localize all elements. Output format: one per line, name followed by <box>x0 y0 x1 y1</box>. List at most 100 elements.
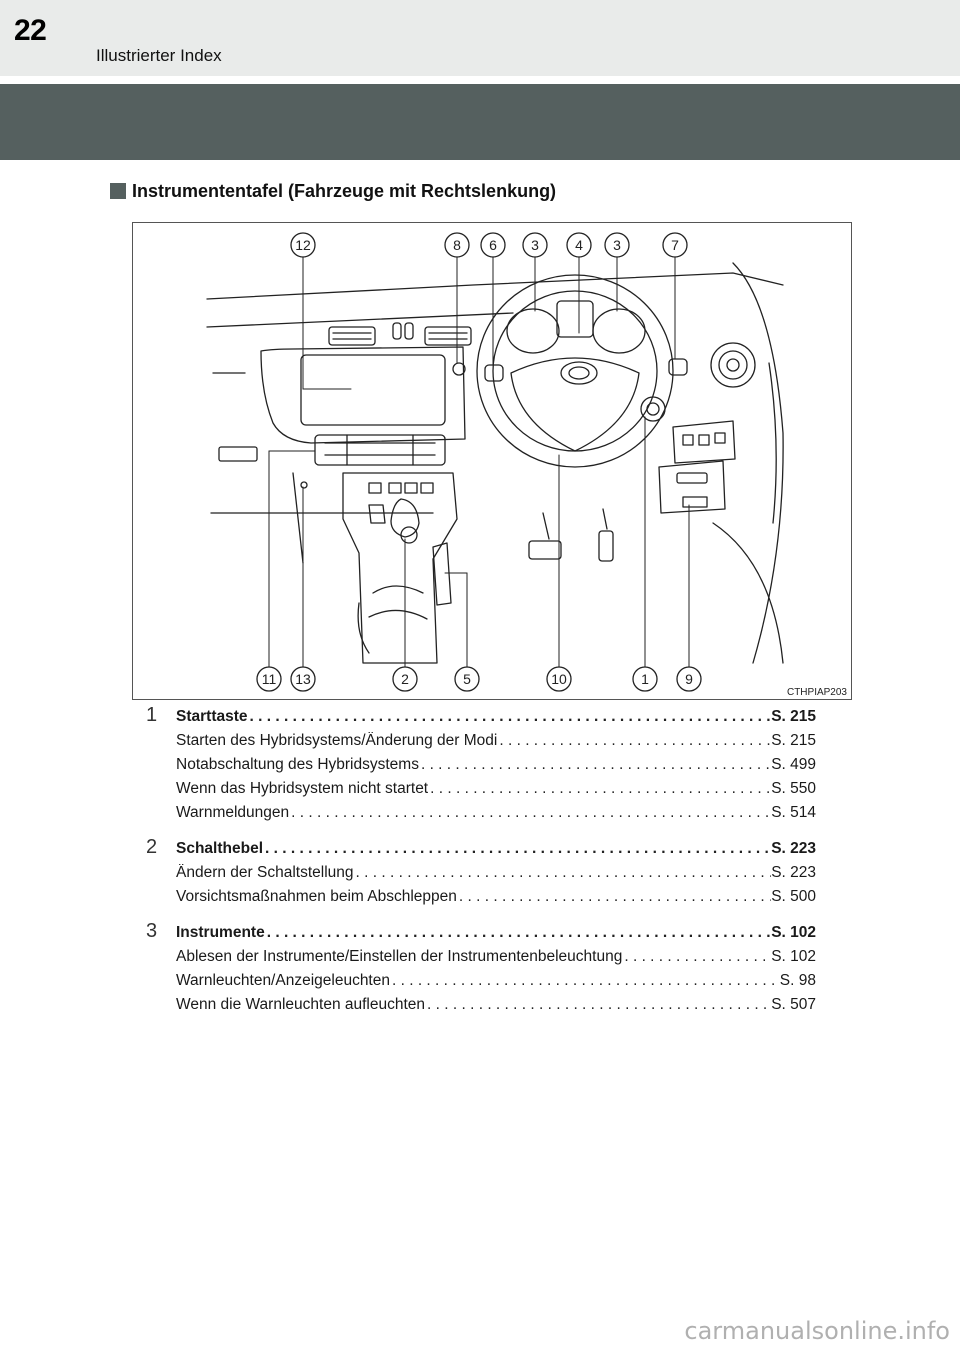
accelerator-pedal <box>598 530 614 562</box>
entry-1-sub-1-label: Starten des Hybridsystems/Änderung der M… <box>176 732 498 749</box>
page-number: 22 <box>14 14 47 47</box>
entry-2-main[interactable]: Schalthebel S. 223 <box>176 840 816 862</box>
callout-bottom-7: 9 <box>676 666 702 692</box>
dashboard-illustration: 12 8 6 3 4 3 7 11 13 2 5 10 1 9 CTHPIAP2… <box>132 222 852 700</box>
section-heading: Instrumententafel (Fahrzeuge mit Rechtsl… <box>110 178 556 204</box>
entry-3-sub-3[interactable]: Wenn die Warnleuchten aufleuchtenS. 507 <box>176 996 816 1018</box>
callout-top-2-label: 8 <box>453 237 461 253</box>
center-vents <box>328 322 472 346</box>
figure-code: CTHPIAP203 <box>787 687 847 698</box>
small-button <box>300 481 308 489</box>
entry-2-number: 2 <box>146 836 158 858</box>
entry-1-sub-2-page: S. 499 <box>771 756 816 773</box>
callout-bottom-3: 2 <box>392 666 418 692</box>
leader-lines-top <box>302 256 676 390</box>
entry-3-sub-1-page: S. 102 <box>771 948 816 965</box>
entry-3-main[interactable]: Instrumente S. 102 <box>176 924 816 946</box>
side-slot <box>218 446 258 462</box>
leader-dots <box>622 948 771 966</box>
brake-pedal <box>528 540 562 560</box>
entry-2-sub-1-page: S. 223 <box>771 864 816 881</box>
callout-bottom-6: 1 <box>632 666 658 692</box>
callout-bottom-1: 11 <box>256 666 282 692</box>
callout-top-6-label: 3 <box>613 237 621 253</box>
entry-3-main-page: S. 102 <box>771 924 816 941</box>
entry-3-number: 3 <box>146 920 158 942</box>
gauge-right <box>592 308 646 354</box>
callout-top-1-label: 12 <box>295 237 311 253</box>
start-button <box>640 396 666 422</box>
callout-bottom-7-label: 9 <box>685 671 693 687</box>
entry-1-main[interactable]: StarttasteS. 215 <box>176 708 816 730</box>
right-vent <box>710 342 756 388</box>
leader-dots <box>425 996 771 1014</box>
callout-top-7-label: 7 <box>671 237 679 253</box>
leader-lines-bottom <box>268 416 690 668</box>
entry-1-sub-4-label: Warnmeldungen <box>176 804 290 821</box>
entry-2-sub-2[interactable]: Vorsichtsmaßnahmen beim AbschleppenS. 50… <box>176 888 816 910</box>
watermark: carmanualsonline.info <box>684 1317 950 1345</box>
sensor-dot <box>452 362 466 376</box>
entry-2-sub-2-label: Vorsichtsmaßnahmen beim Abschleppen <box>176 888 457 905</box>
leader-dots <box>248 708 772 726</box>
dash-top-edge <box>206 272 784 300</box>
callout-top-4-label: 3 <box>531 237 539 253</box>
callout-top-3-label: 6 <box>489 237 497 253</box>
entry-3-main-label: Instrumente <box>176 924 265 941</box>
section-title: Instrumententafel (Fahrzeuge mit Rechtsl… <box>132 180 557 201</box>
gauge-left <box>506 308 560 354</box>
entry-2-main-page: S. 223 <box>771 840 816 857</box>
leader-dots <box>428 780 771 798</box>
callout-top-5: 4 <box>566 232 592 258</box>
entry-1-sub-3-label: Wenn das Hybridsystem nicht startet <box>176 780 429 797</box>
display-screen <box>300 354 446 426</box>
entry-1-sub-1[interactable]: Starten des Hybridsystems/Änderung der M… <box>176 732 816 754</box>
entry-2-sub-1[interactable]: Ändern der SchaltstellungS. 223 <box>176 864 816 886</box>
section-marker-icon <box>110 183 126 199</box>
entry-1-sub-2-label: Notabschaltung des Hybridsystems <box>176 756 419 773</box>
callout-bottom-4: 5 <box>454 666 480 692</box>
header-strip <box>0 0 960 76</box>
entry-3-sub-2-label: Warnleuchten/Anzeigeleuchten <box>176 972 390 989</box>
right-stalk <box>668 358 688 376</box>
entry-3-sub-1[interactable]: Ablesen der Instrumente/Einstellen der I… <box>176 948 816 970</box>
leader-dots <box>263 840 771 858</box>
entry-3-sub-2[interactable]: Warnleuchten/Anzeigeleuchten S. 98 <box>176 972 816 994</box>
callouts-bottom: 11 13 2 5 10 1 9 <box>256 666 702 692</box>
screen-bezel <box>260 346 466 444</box>
callout-bottom-2: 13 <box>290 666 316 692</box>
header-band <box>0 84 960 160</box>
callout-bottom-4-label: 5 <box>463 671 471 687</box>
leader-dots <box>457 888 771 906</box>
shift-knob <box>390 498 420 538</box>
steering-wheel-rim <box>476 274 674 468</box>
entry-1-sub-4[interactable]: Warnmeldungen S. 514 <box>176 804 816 826</box>
steering-hub <box>510 357 640 452</box>
entry-2-main-label: Schalthebel <box>176 840 263 857</box>
lower-panel <box>658 460 726 514</box>
entry-3-sub-2-page: S. 98 <box>779 972 816 989</box>
header-title: Illustrierter Index <box>96 46 222 65</box>
leader-dots <box>265 924 771 942</box>
dashboard-drawing: 12 8 6 3 4 3 7 11 13 2 5 10 1 9 CTHPIAP2… <box>206 232 847 698</box>
entry-3-sub-3-page: S. 507 <box>771 996 816 1013</box>
callout-top-5-label: 4 <box>575 237 583 253</box>
callout-top-3: 6 <box>480 232 506 258</box>
callout-bottom-5: 10 <box>546 666 572 692</box>
logo-emblem <box>560 361 598 385</box>
center-console <box>342 472 458 664</box>
parking-lever <box>432 542 452 606</box>
entry-1-sub-4-page: S. 514 <box>771 804 816 821</box>
entry-1-sub-3[interactable]: Wenn das Hybridsystem nicht startet S. 55… <box>176 780 816 802</box>
entry-1-sub-3-page: S. 550 <box>771 780 816 797</box>
callout-bottom-5-label: 10 <box>551 671 567 687</box>
callout-top-7: 7 <box>662 232 688 258</box>
leader-dots <box>390 972 780 990</box>
callouts-top: 12 8 6 3 4 3 7 <box>290 232 688 258</box>
leader-dots <box>354 864 772 882</box>
leader-dots <box>497 732 771 750</box>
entry-1-main-page: S. 215 <box>771 708 816 725</box>
entry-1-sub-2[interactable]: Notabschaltung des Hybridsystems S. 499 <box>176 756 816 778</box>
callout-top-4: 3 <box>522 232 548 258</box>
callout-top-2: 8 <box>444 232 470 258</box>
